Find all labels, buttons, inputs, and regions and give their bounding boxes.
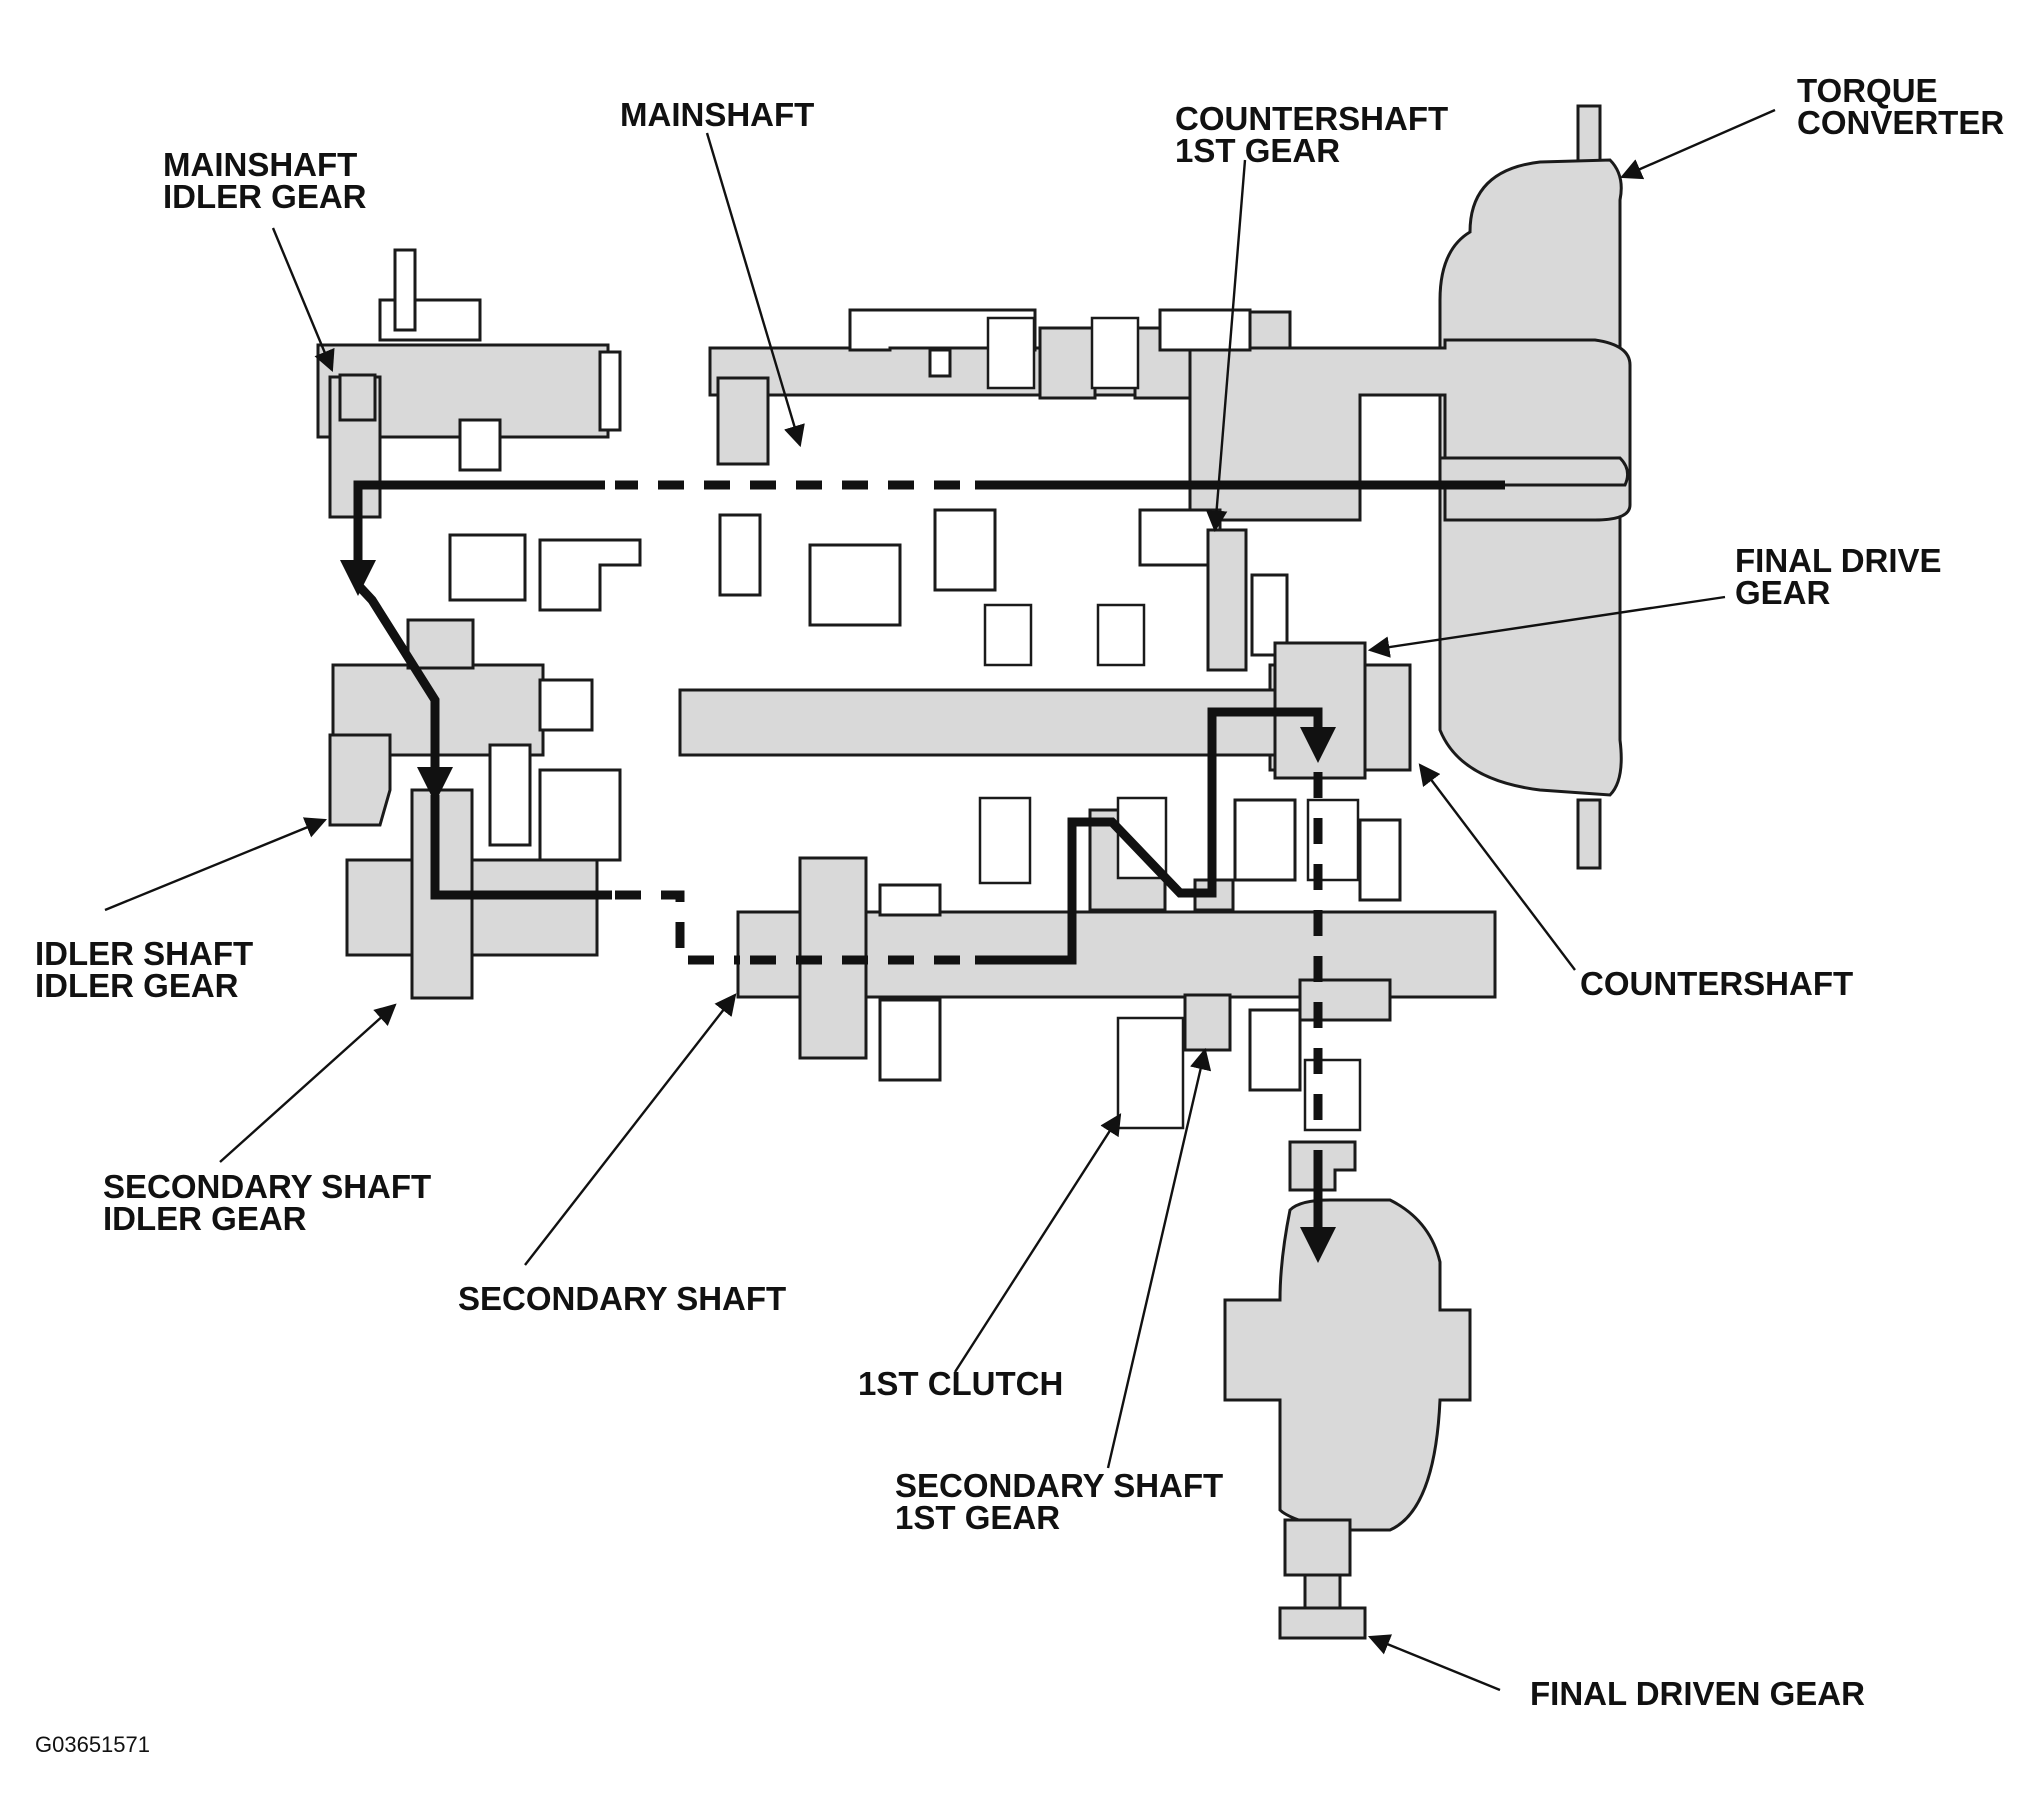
label-mainshaft-idler-gear-line1: MAINSHAFT <box>163 146 357 183</box>
label-countershaft-1st-gear-line1: COUNTERSHAFT <box>1175 100 1448 137</box>
countershaft-1st-gear <box>1206 528 1289 672</box>
label-final-drive-gear-line2: GEAR <box>1735 574 1831 611</box>
leader-secondary-shaft-1st-gear <box>1106 1047 1212 1469</box>
label-idler-shaft-idler-gear-line1: IDLER SHAFT <box>35 935 253 972</box>
leader-torque-converter <box>1620 108 1776 180</box>
leader-secondary-shaft <box>524 993 737 1266</box>
idler-shaft-idler-gear <box>328 733 392 827</box>
label-first-clutch: 1ST CLUTCH <box>858 1365 1063 1402</box>
leader-countershaft <box>1418 763 1576 971</box>
label-final-drive-gear-line1: FINAL DRIVE <box>1735 542 1942 579</box>
label-idler-shaft-idler-gear-line2: IDLER GEAR <box>35 967 239 1004</box>
label-secondary-shaft: SECONDARY SHAFT <box>458 1280 786 1317</box>
label-countershaft: COUNTERSHAFT <box>1580 965 1853 1002</box>
leader-secondary-shaft-idler-gear <box>219 1003 397 1163</box>
label-mainshaft: MAINSHAFT <box>620 96 814 133</box>
leader-mainshaft <box>705 132 805 448</box>
leader-final-drive-gear <box>1367 595 1726 658</box>
leader-idler-shaft-idler-gear <box>104 817 327 912</box>
power-flow-path <box>340 480 1505 1263</box>
label-mainshaft-idler-gear-line2: IDLER GEAR <box>163 178 367 215</box>
final-driven-gear <box>1223 1140 1472 1640</box>
labels: TORQUE CONVERTER MAINSHAFT COUNTERSHAFT … <box>35 72 2004 1757</box>
label-countershaft-1st-gear-line2: 1ST GEAR <box>1175 132 1340 169</box>
countershaft <box>678 663 1412 772</box>
label-torque-converter-line1: TORQUE <box>1797 72 1938 109</box>
mainshaft-lower-gears <box>718 508 1222 667</box>
label-secondary-shaft-1st-gear-line1: SECONDARY SHAFT <box>895 1467 1223 1504</box>
label-secondary-shaft-idler-gear-line1: SECONDARY SHAFT <box>103 1168 431 1205</box>
leader-first-clutch <box>953 1113 1122 1373</box>
label-secondary-shaft-1st-gear-line2: 1ST GEAR <box>895 1499 1060 1536</box>
leader-mainshaft-idler-gear <box>271 227 335 372</box>
leader-lines <box>104 108 1776 1692</box>
secondary-shaft-1st-gear <box>1183 993 1232 1052</box>
leader-final-driven-gear <box>1367 1634 1501 1692</box>
label-secondary-shaft-idler-gear-line2: IDLER GEAR <box>103 1200 307 1237</box>
leader-countershaft-1st-gear <box>1205 159 1247 533</box>
mainshaft-clutch-packs <box>986 316 1140 390</box>
mainshaft <box>708 338 1632 522</box>
figure-code: G03651571 <box>35 1732 150 1757</box>
label-torque-converter-line2: CONVERTER <box>1797 104 2004 141</box>
label-final-driven-gear: FINAL DRIVEN GEAR <box>1530 1675 1865 1712</box>
left-mid-components <box>378 248 642 862</box>
